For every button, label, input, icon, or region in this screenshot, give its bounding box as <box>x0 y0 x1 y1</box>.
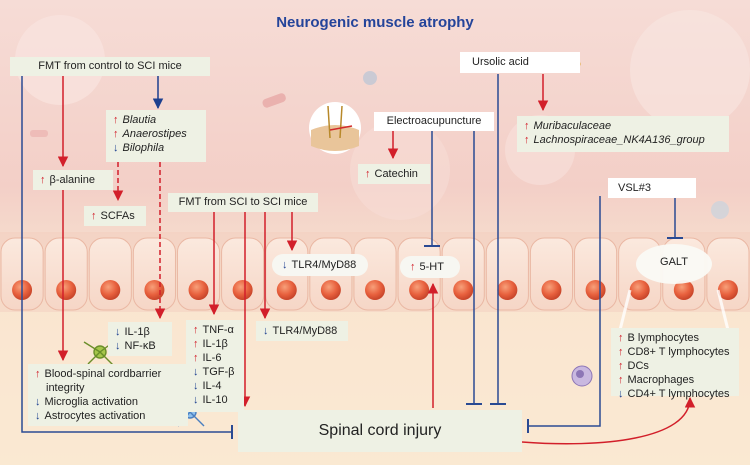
bscb-item: integrity <box>35 381 181 395</box>
immune-cell-icon <box>571 365 593 387</box>
cell-nucleus <box>717 280 738 300</box>
immune-item: Macrophages <box>618 373 732 387</box>
bscb-item-label: Astrocytes activation <box>35 410 145 422</box>
bacteria1-item: Anaerostipes <box>113 127 199 141</box>
cell-nucleus <box>100 280 121 300</box>
bscb-item: Microglia activation <box>35 395 181 409</box>
bacteria2-item: Muribaculaceae <box>524 119 722 133</box>
cell-nucleus <box>188 280 209 300</box>
ursolic-acid-label: Ursolic acid <box>472 56 529 68</box>
cell-nucleus <box>365 280 385 300</box>
bacteria1-item-label: Anaerostipes <box>113 128 187 140</box>
bacteria2-item: Lachnospiraceae_NK4A136_group <box>524 133 722 147</box>
il_nfkb-item: NF-κB <box>115 339 165 353</box>
tlr4-top-box: TLR4/MyD88 <box>272 254 368 276</box>
fmt-sci-box: FMT from SCI to SCI mice <box>168 193 318 212</box>
immune-item: CD4+ T lymphocytes <box>618 387 732 401</box>
bacteria-group-2: MuribaculaceaeLachnospiraceae_NK4A136_gr… <box>517 116 729 152</box>
tlr4-top-label: TLR4/MyD88 <box>282 259 356 271</box>
5ht-box: 5-HT <box>400 256 460 278</box>
electroacupuncture-label: Electroacupuncture <box>386 115 482 127</box>
immune-item-label: B lymphocytes <box>618 332 699 344</box>
galt-label: GALT <box>660 256 688 268</box>
scfas-label: SCFAs <box>91 210 135 222</box>
il_nfkb-item-label: NF-κB <box>115 340 156 352</box>
cytokines-item-label: TNF-α <box>193 324 234 336</box>
5ht-label: 5-HT <box>410 261 444 273</box>
il_nfkb-item-label: IL-1β <box>115 326 150 338</box>
il-nfkb-box: IL-1βNF-κB <box>108 322 172 356</box>
cell-nucleus <box>12 280 33 300</box>
cytokines-item-label: IL-10 <box>193 394 228 406</box>
immune-item-label: Macrophages <box>618 374 694 386</box>
bacteria1-item: Bilophila <box>113 141 199 155</box>
cell-nucleus <box>144 280 165 300</box>
bscb-item: Blood-spinal cordbarrier <box>35 367 181 381</box>
ursolic-acid-box: Ursolic acid <box>460 52 580 73</box>
cell-nucleus <box>629 280 650 300</box>
cytokines-item: IL-1β <box>193 337 237 351</box>
bscb-item-label: Microglia activation <box>35 396 138 408</box>
bscb-item-label: integrity <box>46 382 85 394</box>
fmt-control-label: FMT from control to SCI mice <box>38 60 182 72</box>
cell-nucleus <box>320 280 341 300</box>
cytokines-item: IL-6 <box>193 351 237 365</box>
bacteria1-item: Blautia <box>113 113 199 127</box>
cytokines-item: IL-10 <box>193 393 237 407</box>
cell-nucleus <box>541 280 562 300</box>
spinal-cord-injury-box: Spinal cord injury <box>238 410 522 452</box>
immune-item-label: CD4+ T lymphocytes <box>618 388 730 400</box>
immune-item-label: CD8+ T lymphocytes <box>618 346 730 358</box>
immune-item-label: DCs <box>618 360 649 372</box>
diagram-title: Neurogenic muscle atrophy <box>276 14 474 31</box>
immune-item: DCs <box>618 359 732 373</box>
cytokines-item: IL-4 <box>193 379 237 393</box>
immune-cells-box: B lymphocytesCD8+ T lymphocytesDCsMacrop… <box>611 328 739 400</box>
bacteria1-item-label: Bilophila <box>113 142 164 154</box>
bacteria2-item-label: Lachnospiraceae_NK4A136_group <box>524 134 705 146</box>
cell-nucleus <box>497 280 518 300</box>
electroacupuncture-icon <box>309 102 361 154</box>
cytokines-item-label: IL-4 <box>193 380 221 392</box>
immune-item: CD8+ T lymphocytes <box>618 345 732 359</box>
cytokines-item: TGF-β <box>193 365 237 379</box>
electroacupuncture-box: Electroacupuncture <box>374 112 494 131</box>
bscb-box: Blood-spinal cordbarrier integrityMicrogl… <box>28 364 188 426</box>
cell-nucleus <box>56 280 77 300</box>
bacteria2-item-label: Muribaculaceae <box>524 120 611 132</box>
cytokines-item-label: TGF-β <box>193 366 235 378</box>
cell-nucleus <box>232 280 253 300</box>
beta-alanine-label: β-alanine <box>40 174 95 186</box>
vsl3-box: VSL#3 <box>608 178 696 198</box>
tlr4-bottom-label: TLR4/MyD88 <box>263 325 337 337</box>
bscb-item: Astrocytes activation <box>35 409 181 423</box>
bacteria-group-1: BlautiaAnaerostipesBilophila <box>106 110 206 162</box>
bscb-item-label: Blood-spinal cordbarrier <box>35 368 161 380</box>
epithelial-cells <box>0 237 750 311</box>
scfas-box: SCFAs <box>84 206 146 226</box>
catechin-box: Catechin <box>358 164 430 184</box>
tlr4-bottom-box: TLR4/MyD88 <box>256 321 348 341</box>
bacteria1-item-label: Blautia <box>113 114 156 126</box>
cytokines-item-label: IL-1β <box>193 338 228 350</box>
catechin-label: Catechin <box>365 168 418 180</box>
immune-item: B lymphocytes <box>618 331 732 345</box>
il_nfkb-item: IL-1β <box>115 325 165 339</box>
cytokines-item: TNF-α <box>193 323 237 337</box>
cell-nucleus <box>585 280 606 300</box>
cytokines-box: TNF-αIL-1βIL-6TGF-βIL-4IL-10 <box>186 320 244 412</box>
cytokines-item-label: IL-6 <box>193 352 221 364</box>
fmt-sci-label: FMT from SCI to SCI mice <box>178 196 308 208</box>
vsl3-label: VSL#3 <box>618 182 652 194</box>
galt-ellipse <box>636 244 712 284</box>
cell-nucleus <box>409 280 430 300</box>
cell-nucleus <box>453 280 474 300</box>
cell-nucleus <box>673 280 694 300</box>
beta-alanine-box: β-alanine <box>33 170 113 190</box>
cell-nucleus <box>276 280 297 300</box>
fmt-control-box: FMT from control to SCI mice <box>10 57 210 76</box>
